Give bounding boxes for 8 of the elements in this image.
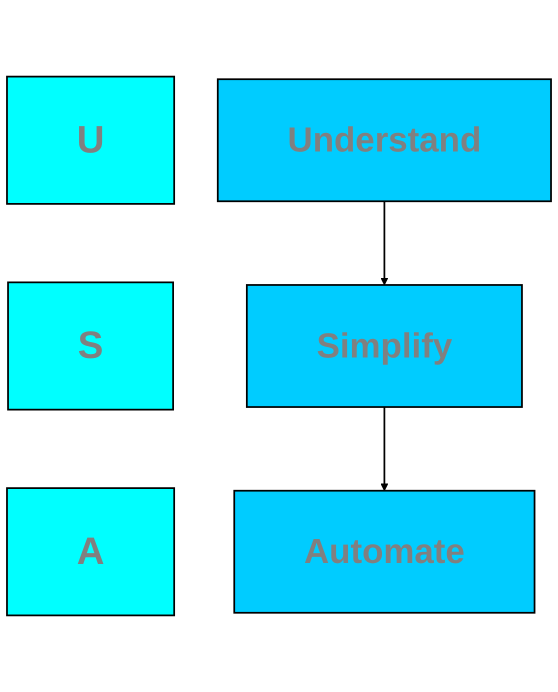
node-box: Understand	[216, 78, 552, 202]
node-box: S	[7, 281, 174, 411]
node-box: Automate	[233, 490, 536, 614]
node-box: Simplify	[246, 284, 523, 408]
arrow	[380, 201, 388, 286]
arrow	[380, 407, 388, 492]
node-box: U	[6, 76, 176, 205]
node-box: A	[6, 487, 176, 616]
